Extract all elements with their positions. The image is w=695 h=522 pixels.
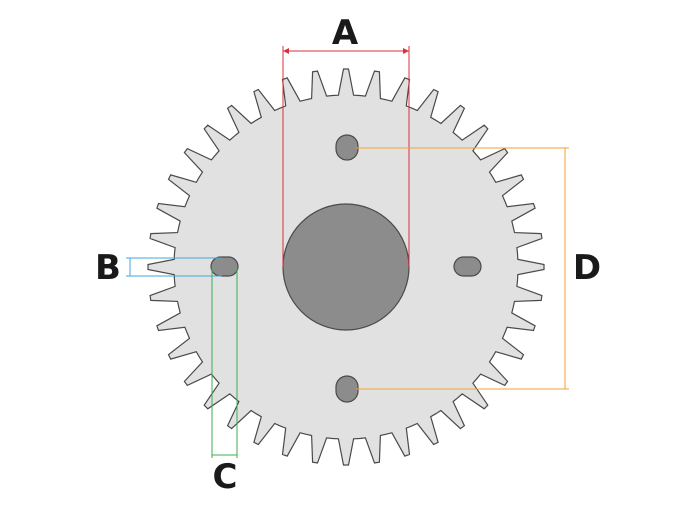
dimension-a-tick-left bbox=[283, 48, 289, 54]
label-d: D bbox=[573, 248, 601, 288]
dimension-a bbox=[282, 46, 410, 267]
label-c: C bbox=[213, 457, 238, 497]
dimension-b bbox=[126, 257, 222, 277]
center-bore bbox=[282, 203, 410, 331]
label-b: B bbox=[95, 248, 121, 288]
dimension-a-tick-right bbox=[403, 48, 409, 54]
mounting-slot-bottom bbox=[335, 375, 359, 403]
label-a: A bbox=[332, 13, 359, 53]
dimension-c bbox=[211, 268, 238, 458]
dimension-d bbox=[356, 147, 569, 390]
mounting-slot-right bbox=[453, 256, 482, 277]
mounting-slot-left bbox=[210, 256, 239, 277]
mounting-slot-top bbox=[335, 134, 359, 161]
